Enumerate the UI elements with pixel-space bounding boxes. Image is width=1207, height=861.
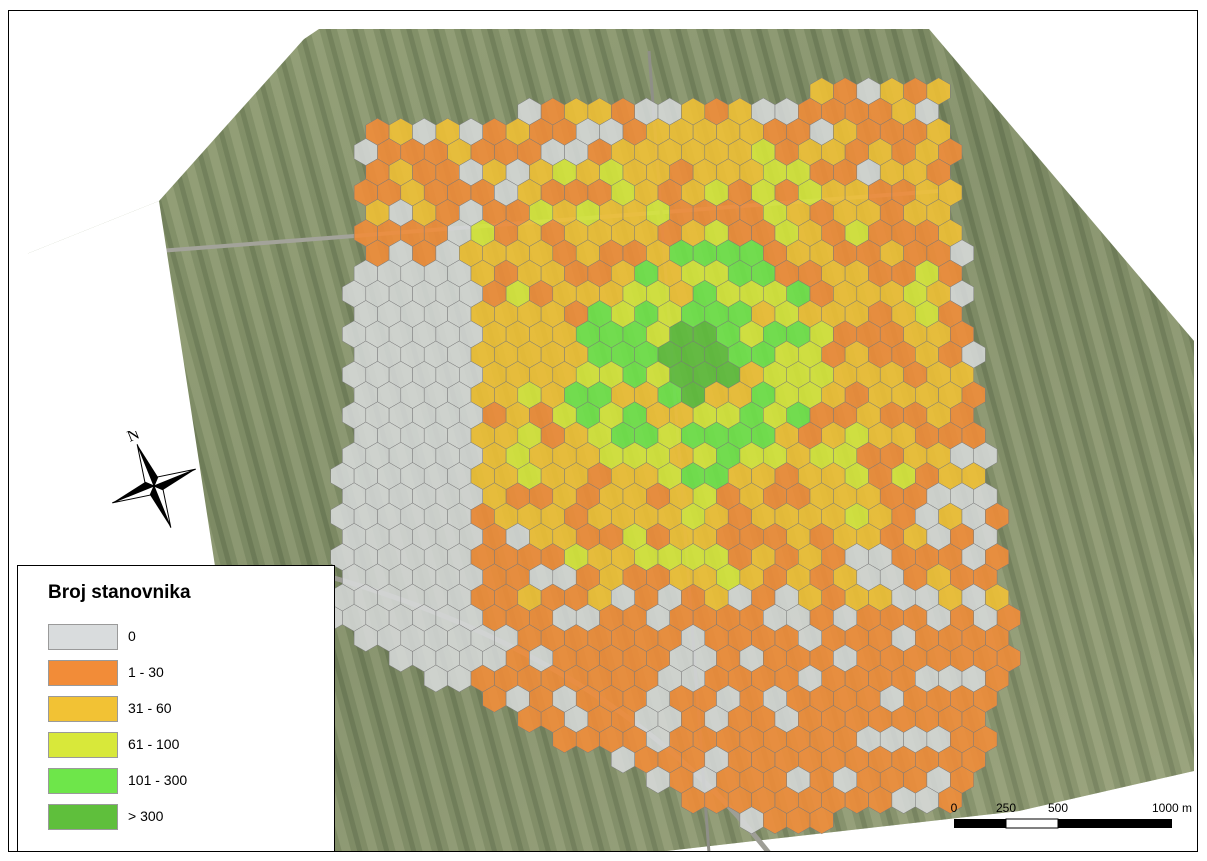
legend-swatch	[48, 732, 118, 758]
scale-tick-1000: 1000 m	[1151, 801, 1193, 815]
legend-item-61-100: 61 - 100	[48, 732, 328, 762]
scale-bar-graphic	[954, 818, 1172, 829]
legend-title: Broj stanovnika	[48, 582, 191, 603]
legend: Broj stanovnika 0 1 - 30 31 - 60 61 - 10…	[17, 565, 335, 851]
population-hex-layer	[318, 77, 1021, 835]
legend-item-gt-300: > 300	[48, 804, 328, 834]
north-arrow-icon: N	[112, 431, 196, 528]
scale-bar: 0 250 500 1000 m	[944, 801, 1197, 851]
compass-north-label: N	[125, 431, 142, 446]
map-mask-left	[9, 11, 329, 261]
map-frame: N Broj stanovnika 0 1 - 30 31 - 60 61 - …	[8, 10, 1198, 852]
legend-label: > 300	[128, 808, 164, 824]
legend-label: 0	[128, 628, 136, 644]
legend-label: 31 - 60	[128, 700, 172, 716]
map-mask-right	[939, 11, 1197, 339]
hex-cell	[938, 786, 963, 814]
legend-item-101-300: 101 - 300	[48, 768, 328, 798]
legend-swatch	[48, 696, 118, 722]
legend-item-0: 0	[48, 624, 328, 654]
legend-label: 61 - 100	[128, 736, 180, 752]
legend-label: 101 - 300	[128, 772, 188, 788]
scale-tick-500: 500	[1047, 801, 1069, 815]
legend-label: 1 - 30	[128, 664, 164, 680]
legend-swatch	[48, 624, 118, 650]
hex-cell	[809, 806, 834, 835]
scale-tick-250: 250	[995, 801, 1017, 815]
legend-swatch	[48, 768, 118, 794]
legend-swatch	[48, 804, 118, 830]
legend-item-1-30: 1 - 30	[48, 660, 328, 690]
legend-item-31-60: 31 - 60	[48, 696, 328, 726]
scale-tick-0: 0	[950, 801, 958, 815]
legend-swatch	[48, 660, 118, 686]
